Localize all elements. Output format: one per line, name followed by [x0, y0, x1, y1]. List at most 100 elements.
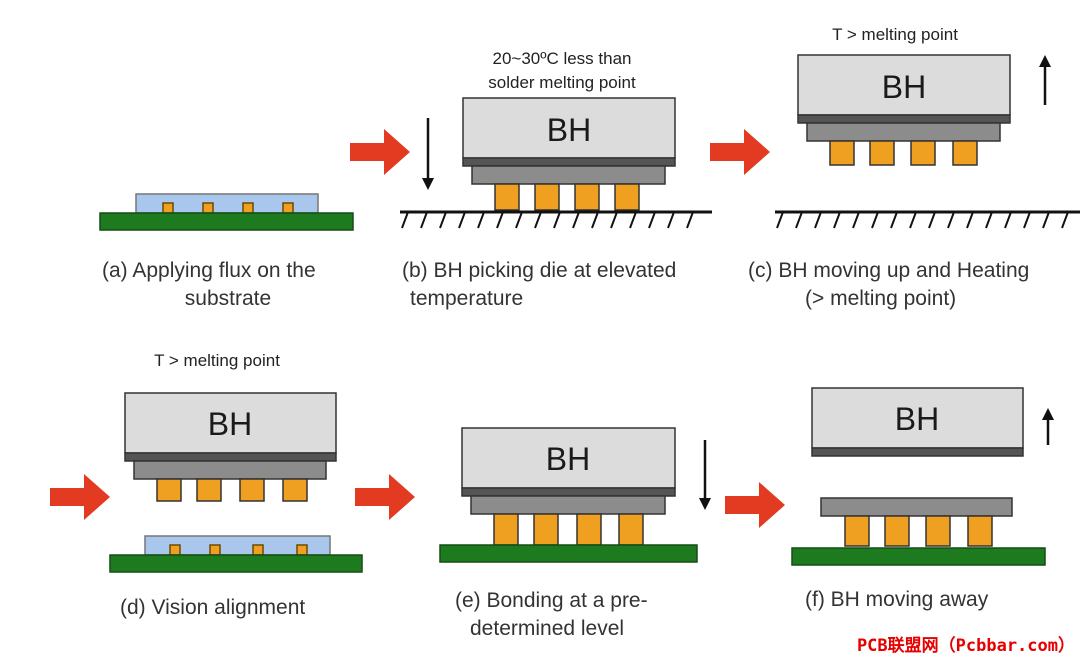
solder-bump [952, 140, 978, 166]
solder-bump [533, 513, 559, 546]
solder-bump [967, 515, 993, 547]
substrate-pad [252, 544, 264, 556]
ground-hatch [420, 211, 428, 229]
caption-a-line1: (a) Applying flux on the [102, 259, 316, 282]
ground-hatch [686, 211, 694, 229]
caption-e-line1: (e) Bonding at a pre- [455, 589, 648, 612]
ground-hatch [572, 211, 580, 229]
ground-hatch [629, 211, 637, 229]
bonding-head-base [811, 447, 1024, 457]
down-arrowhead-icon [422, 178, 434, 190]
ground-hatch [1042, 211, 1050, 229]
ground-hatch [795, 211, 803, 229]
ground-hatch [1061, 211, 1069, 229]
solder-bump [884, 515, 910, 547]
die [471, 165, 666, 185]
solder-bump [614, 183, 640, 211]
solder-bump [925, 515, 951, 547]
watermark: PCB联盟网（Pcbbar.com） [857, 635, 1075, 656]
solder-bump [493, 513, 519, 546]
substrate-pad [169, 544, 181, 556]
solder-bump [239, 478, 265, 502]
substrate [791, 547, 1046, 566]
ground-hatch [515, 211, 523, 229]
substrate-pad [202, 202, 214, 214]
ground-hatch [1004, 211, 1012, 229]
bonding-head-label-d: BH [208, 406, 252, 442]
process-arrow [725, 482, 785, 528]
process-arrow [355, 474, 415, 520]
caption-c-line2: (> melting point) [805, 287, 956, 310]
bonding-head-label-b: BH [547, 112, 591, 148]
ground-hatch [814, 211, 822, 229]
caption-d-line1: (d) Vision alignment [120, 596, 305, 619]
ground-hatch [477, 211, 485, 229]
down-arrowhead-icon [699, 498, 711, 510]
ground-hatch [667, 211, 675, 229]
bonding-head [811, 387, 1024, 449]
up-arrowhead-icon [1042, 408, 1054, 420]
note-b-line2: solder melting point [488, 73, 636, 92]
ground-hatch [833, 211, 841, 229]
bonding-head-base [124, 452, 337, 462]
bonding-head-label-c: BH [882, 69, 926, 105]
ground-hatch [776, 211, 784, 229]
ground-hatch [966, 211, 974, 229]
process-arrow [350, 129, 410, 175]
up-arrowhead-icon [1039, 55, 1051, 67]
caption-b-line2: temperature [410, 287, 523, 310]
caption-f-line1: (f) BH moving away [805, 588, 989, 611]
bonding-head-base [797, 114, 1011, 124]
ground-hatch [928, 211, 936, 229]
ground-hatch [871, 211, 879, 229]
substrate [439, 544, 698, 563]
process-arrow [50, 474, 110, 520]
bonding-head-base [461, 487, 676, 497]
caption-e-line2: determined level [470, 617, 624, 640]
die [470, 495, 666, 515]
solder-bump [618, 513, 644, 546]
solder-bump [574, 183, 600, 211]
ground-hatch [458, 211, 466, 229]
note-d: T > melting point [154, 351, 280, 370]
ground-hatch [648, 211, 656, 229]
bonding-head-label-f: BH [895, 401, 939, 437]
ground-hatch [890, 211, 898, 229]
ground-hatch [496, 211, 504, 229]
ground-hatch [401, 211, 409, 229]
caption-a-line2: substrate [185, 287, 271, 310]
solder-bump [869, 140, 895, 166]
solder-bump [829, 140, 855, 166]
ground-hatch [985, 211, 993, 229]
substrate-pad [296, 544, 308, 556]
die [820, 497, 1013, 517]
substrate-pad [209, 544, 221, 556]
solder-bump [196, 478, 222, 502]
substrate [109, 554, 363, 573]
solder-bump [576, 513, 602, 546]
bonding-head [124, 392, 337, 454]
ground-hatch [610, 211, 618, 229]
ground-hatch [591, 211, 599, 229]
substrate-pad [242, 202, 254, 214]
caption-b-line1: (b) BH picking die at elevated [402, 259, 676, 282]
solder-bump [844, 515, 870, 547]
ground-hatch [553, 211, 561, 229]
ground-hatch [534, 211, 542, 229]
bonding-head-label-e: BH [546, 441, 590, 477]
process-arrow [710, 129, 770, 175]
solder-bump [910, 140, 936, 166]
ground-hatch [947, 211, 955, 229]
note-b-line1: 20~30ºC less than [493, 49, 632, 68]
substrate [99, 212, 354, 231]
solder-bump [282, 478, 308, 502]
bonding-head [462, 97, 676, 159]
ground-hatch [909, 211, 917, 229]
ground-hatch [852, 211, 860, 229]
bonding-head-base [462, 157, 676, 167]
solder-bump [534, 183, 560, 211]
die [806, 122, 1001, 142]
bonding-head [461, 427, 676, 489]
ground-hatch [1023, 211, 1031, 229]
substrate-pad [162, 202, 174, 214]
